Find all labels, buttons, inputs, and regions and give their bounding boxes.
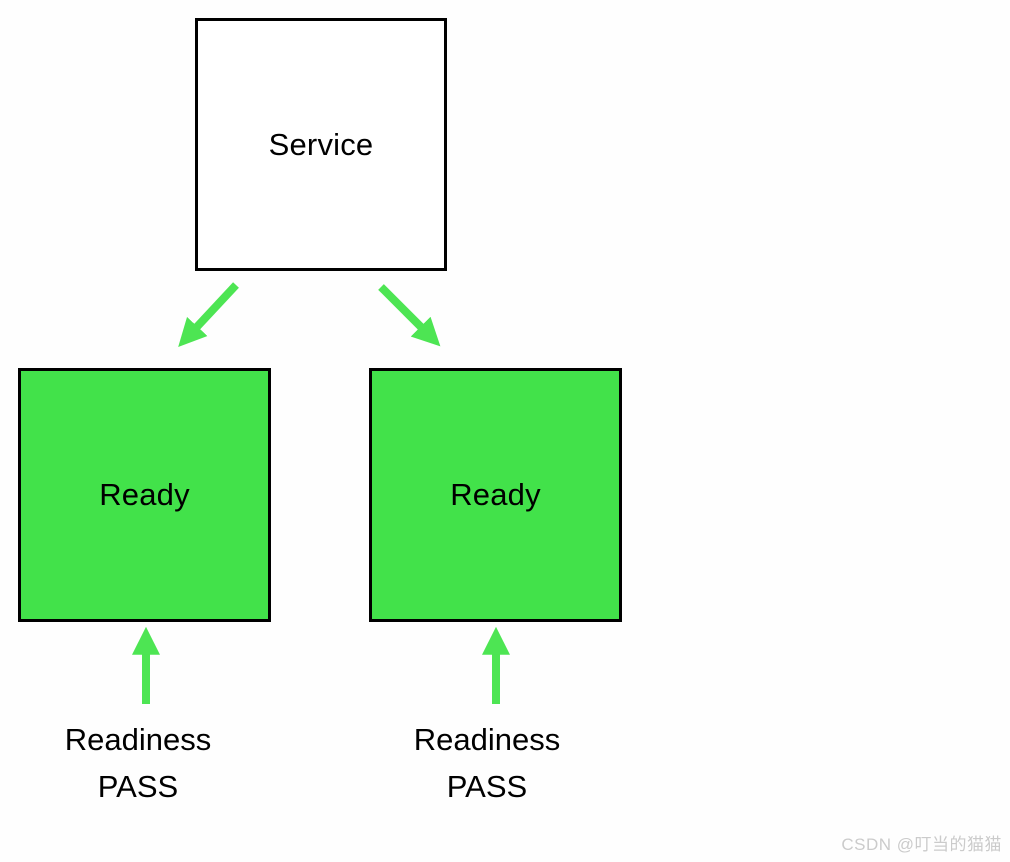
readiness-status-1-line1: Readiness: [64, 722, 212, 757]
arrow-service-to-pod-2-icon: [378, 284, 441, 347]
readiness-status-1-line2: PASS: [97, 769, 179, 804]
service-box: Service: [195, 18, 447, 271]
pod-box-1: Ready: [18, 368, 271, 622]
readiness-status-2-line2: PASS: [446, 769, 528, 804]
readiness-status-2: Readiness PASS: [352, 716, 622, 810]
pod-1-label: Ready: [99, 477, 190, 512]
readiness-status-1: Readiness PASS: [3, 716, 273, 810]
pod-box-2: Ready: [369, 368, 622, 622]
watermark: CSDN @叮当的猫猫: [841, 835, 1002, 854]
arrow-service-to-pod-1-icon: [178, 282, 239, 347]
readiness-status-2-line1: Readiness: [413, 722, 561, 757]
pod-2-label: Ready: [450, 477, 541, 512]
service-label: Service: [268, 126, 374, 162]
